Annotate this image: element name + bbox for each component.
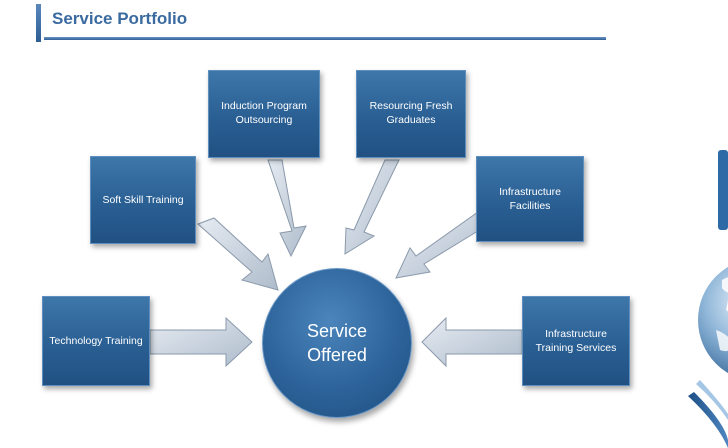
node-induction-program: Induction Program Outsourcing (208, 70, 320, 158)
title-accent-bar (36, 4, 41, 42)
node-soft-skill-training: Soft Skill Training (90, 156, 196, 244)
node-infra-training-line2: Training Services (535, 342, 617, 354)
slide-title: Service Portfolio (52, 9, 188, 28)
arrow-infra-training (421, 316, 523, 368)
node-resourcing-line2: Graduates (386, 114, 436, 126)
node-induction-line1: Induction Program (221, 100, 307, 112)
node-technology-training: Technology Training (42, 296, 150, 386)
node-soft-skill-line1: Soft Skill Training (102, 194, 184, 206)
center-service-offered: Service Offered (262, 268, 412, 418)
arrow-resourcing (344, 159, 400, 255)
node-induction-line2: Outsourcing (235, 114, 293, 126)
node-infra-training-line1: Infrastructure (545, 328, 607, 340)
center-line1: Service (306, 321, 368, 341)
title-underline (44, 37, 606, 40)
arrow-soft-skill (197, 217, 279, 291)
node-infrastructure-training-services: Infrastructure Training Services (522, 296, 630, 386)
node-infra-facilities-line1: Infrastructure (499, 186, 561, 198)
node-resourcing-line1: Resourcing Fresh (369, 100, 453, 112)
arrow-technology (149, 316, 253, 368)
node-resourcing-fresh-graduates: Resourcing Fresh Graduates (356, 70, 466, 158)
arrow-infra-facilities (395, 211, 487, 279)
node-infra-facilities-line2: Facilities (509, 200, 551, 212)
arrow-induction (267, 159, 307, 258)
center-line2: Offered (307, 345, 367, 365)
node-technology-line1: Technology Training (49, 335, 143, 347)
node-infrastructure-facilities: Infrastructure Facilities (476, 156, 584, 242)
